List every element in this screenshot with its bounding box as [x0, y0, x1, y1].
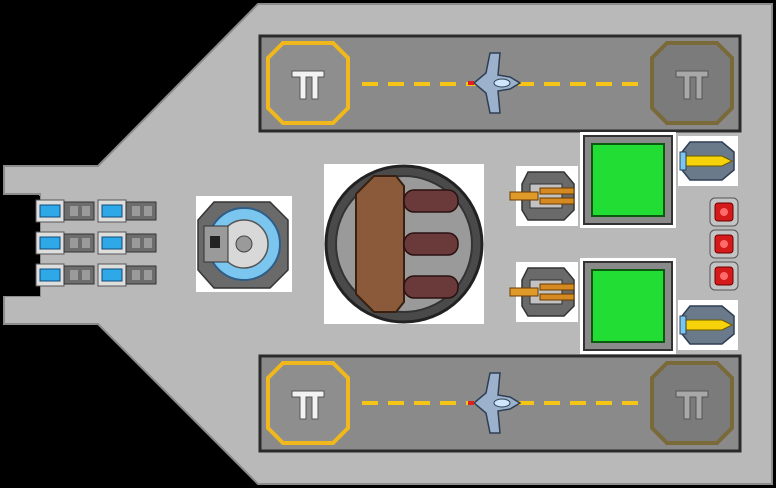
gun-icon[interactable] [509, 165, 579, 227]
shield-icon[interactable] [580, 132, 676, 228]
reactor-icon[interactable] [196, 196, 292, 292]
red-module-icon[interactable] [709, 229, 739, 259]
energy-cell-icon[interactable] [35, 263, 95, 287]
hangar-pad-icon[interactable] [266, 41, 350, 125]
gun-icon[interactable] [509, 261, 579, 323]
main-cannon[interactable] [324, 164, 484, 324]
missile-icon[interactable] [677, 135, 739, 187]
hangar-pad-icon[interactable] [650, 41, 734, 125]
cannon-barrel [403, 275, 459, 299]
energy-cell-icon[interactable] [97, 199, 157, 223]
hangar-pad-icon[interactable] [650, 361, 734, 445]
upper-hangar [258, 34, 742, 133]
cannon-barrel [403, 189, 459, 213]
energy-cell-icon[interactable] [97, 263, 157, 287]
shield-icon[interactable] [580, 258, 676, 354]
hangar-pad-icon[interactable] [266, 361, 350, 445]
energy-cell-icon[interactable] [35, 199, 95, 223]
red-module-icon[interactable] [709, 261, 739, 291]
energy-cell-icon[interactable] [97, 231, 157, 255]
energy-cell-icon[interactable] [35, 231, 95, 255]
lower-hangar [258, 354, 742, 453]
cannon-barrel [403, 232, 459, 256]
engine-bay [0, 196, 40, 296]
cannon-icon [355, 175, 405, 313]
red-module-icon[interactable] [709, 197, 739, 227]
missile-icon[interactable] [677, 299, 739, 351]
